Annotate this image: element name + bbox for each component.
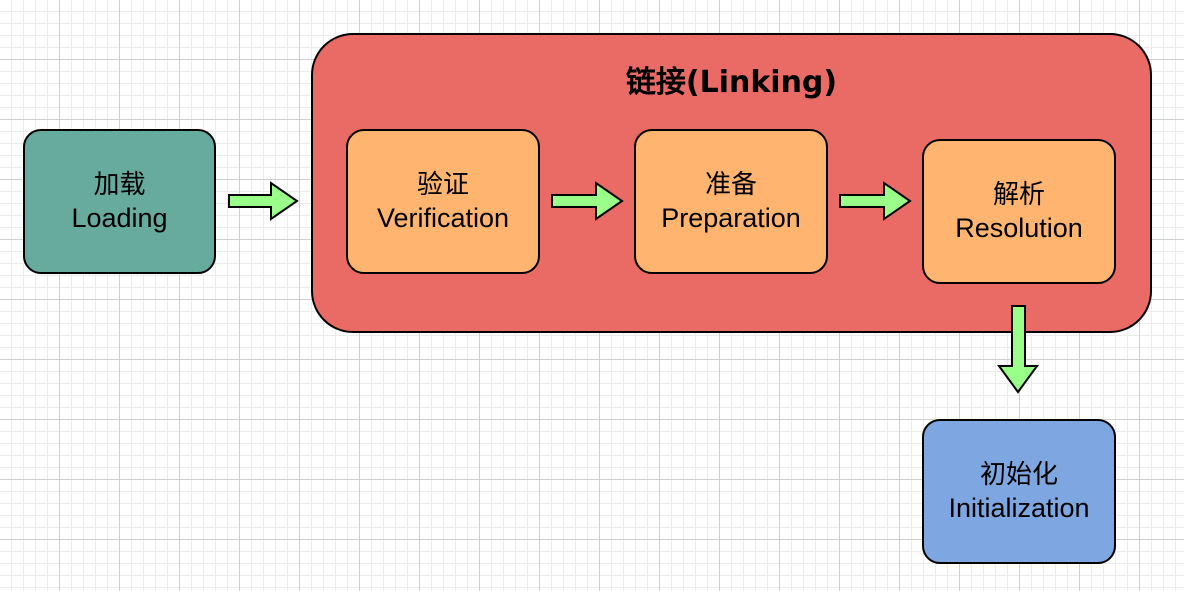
preparation-stage[interactable]: 准备 Preparation: [634, 129, 828, 274]
resolution-label-zh: 解析: [992, 179, 1045, 210]
initialization-label-en: Initialization: [948, 492, 1090, 523]
linking-title: 链接(Linking): [625, 65, 838, 100]
preparation-label-en: Preparation: [661, 202, 801, 233]
loading-label-zh: 加载: [93, 169, 146, 200]
initialization-stage[interactable]: 初始化 Initialization: [922, 419, 1116, 564]
arrow-loading-to-linking: [228, 181, 299, 221]
loading-label-en: Loading: [71, 202, 168, 233]
resolution-stage[interactable]: 解析 Resolution: [922, 139, 1116, 284]
loading-stage[interactable]: 加载 Loading: [23, 129, 216, 274]
preparation-label-zh: 准备: [704, 169, 757, 200]
initialization-label-zh: 初始化: [979, 459, 1058, 490]
verification-label-en: Verification: [376, 202, 510, 233]
resolution-label-en: Resolution: [955, 212, 1083, 243]
verification-label-zh: 验证: [416, 169, 469, 200]
verification-stage[interactable]: 验证 Verification: [346, 129, 540, 274]
